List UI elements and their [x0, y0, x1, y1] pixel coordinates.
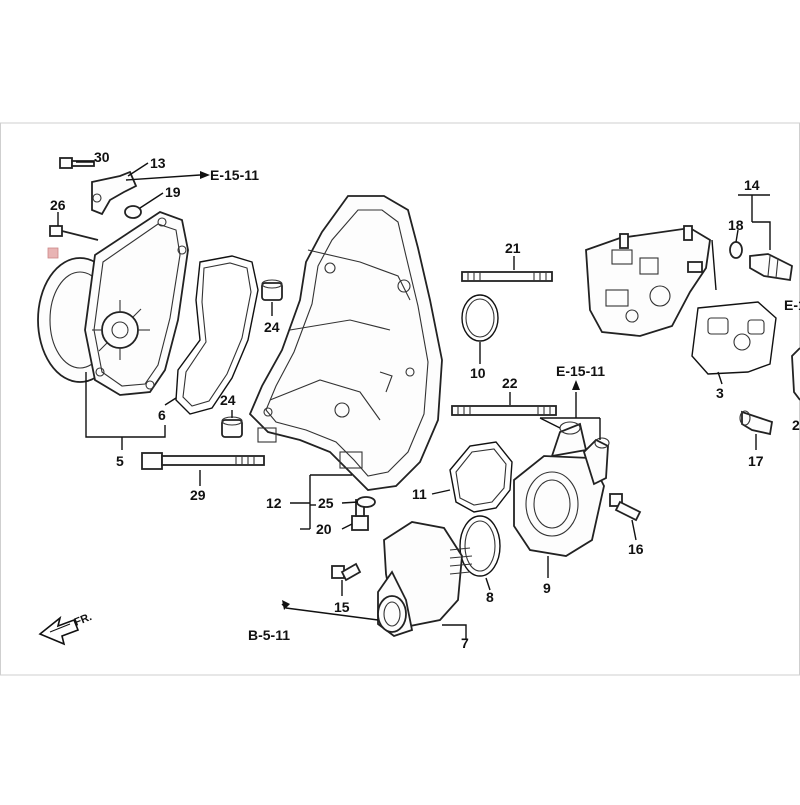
callout-14: 14: [744, 177, 760, 193]
bolt-15-part: [331, 562, 362, 582]
bolt-20-part: [351, 499, 369, 531]
callout-2: 2: [792, 417, 800, 433]
sensor-14-part: [749, 253, 793, 282]
partial-edge-part: [791, 347, 800, 401]
callout-19: 19: [165, 184, 181, 200]
callout-30: 30: [94, 149, 110, 165]
callout-7: 7: [461, 635, 469, 651]
stud-21-part: [461, 271, 553, 282]
ref-b5: B-5-11: [248, 627, 290, 643]
callout-10: 10: [470, 365, 486, 381]
square-marker-icon: [47, 247, 59, 259]
callout-22: 22: [502, 375, 518, 391]
ref-e-right: E-1: [784, 297, 800, 313]
nut-24-upper-part: [261, 279, 283, 301]
gasket-11-part: [449, 441, 513, 513]
callout-21: 21: [505, 240, 521, 256]
stud-22-part: [451, 405, 557, 416]
bolt-29-part: [141, 452, 265, 470]
plug-17-part: [739, 410, 774, 436]
ref-e15-mid: E-15-11: [556, 363, 605, 379]
callout-6: 6: [158, 407, 166, 423]
callout-26: 26: [50, 197, 66, 213]
pump-gasket-part: [175, 255, 259, 415]
callout-24-upper: 24: [264, 319, 280, 335]
callout-29: 29: [190, 487, 206, 503]
thermostat-housing-9-part: [513, 421, 610, 557]
water-pump-part: [37, 210, 189, 396]
callout-8: 8: [486, 589, 494, 605]
o-ring-10-part: [461, 294, 499, 342]
water-pipe-13-part: [91, 170, 138, 216]
bolt-16-part: [609, 493, 642, 522]
washer-25-part: [356, 496, 376, 508]
gasket-8-part: [459, 515, 501, 577]
leader-lines: [57, 161, 771, 640]
callout-18: 18: [728, 217, 744, 233]
water-passage-part: [585, 225, 711, 337]
front-direction-arrow-icon: FR.: [38, 611, 94, 646]
callout-9: 9: [543, 580, 551, 596]
callout-15: 15: [334, 599, 350, 615]
gasket-3-part: [691, 301, 777, 375]
callout-17: 17: [748, 453, 764, 469]
washer-18-part: [729, 241, 743, 259]
o-ring-19-part: [124, 205, 142, 219]
chain-case-cover-part: [248, 195, 443, 491]
callout-13: 13: [150, 155, 166, 171]
callout-16: 16: [628, 541, 644, 557]
callout-20: 20: [316, 521, 332, 537]
ref-e15-top: E-15-11: [210, 167, 259, 183]
callout-5: 5: [116, 453, 124, 469]
thermostat-cover-7-part: [377, 521, 473, 638]
bolt-30-part: [59, 157, 95, 169]
callout-25: 25: [318, 495, 334, 511]
callout-24-lower: 24: [220, 392, 236, 408]
callout-12: 12: [266, 495, 282, 511]
bolt-26-part: [49, 225, 99, 241]
nut-24-lower-part: [221, 416, 243, 438]
callout-3: 3: [716, 385, 724, 401]
callout-11: 11: [412, 486, 427, 502]
